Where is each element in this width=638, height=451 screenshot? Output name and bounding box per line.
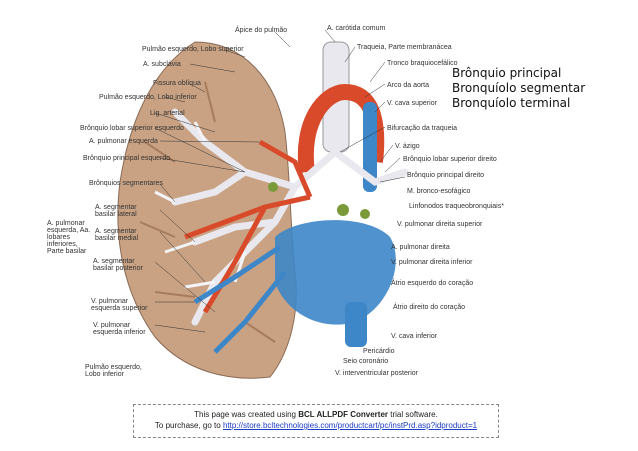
left-lung-shape: [117, 41, 297, 379]
label-left-upper-lobe: Pulmão esquerdo, Lobo superior: [142, 46, 244, 53]
label-left-main-bronchus: Brônquio principal esquerdo: [83, 155, 171, 162]
label-posterior-interventricular: V. interventricular posterior: [335, 370, 419, 377]
label-left-lower-lobe: Pulmão esquerdo, Lobo inferior: [99, 94, 197, 101]
label-pericardium: Pericárdio: [363, 348, 395, 355]
banner-product: BCL ALLPDF Converter: [298, 410, 389, 419]
trial-banner: This page was created using BCL ALLPDF C…: [133, 404, 499, 438]
label-left-lower-lobe-bottom: Pulmão esquerdo, Lobo inferior: [85, 364, 142, 378]
label-lymph-nodes: Linfonodos traqueobronquiais*: [409, 203, 504, 210]
label-left-upper-bronchus: Brônquio lobar superior esquerdo: [80, 125, 184, 132]
label-right-atrium: Átrio direito do coração: [393, 304, 465, 311]
pulmonary-veins: [193, 244, 287, 354]
lung-texture: [139, 81, 276, 343]
label-left-inferior-vein: V. pulmonar esquerda inferior: [93, 322, 146, 336]
label-right-inferior-vein: V. pulmonar direita inferior: [391, 259, 473, 266]
bronchial-twigs: [154, 121, 247, 289]
label-left-superior-vein: V. pulmonar esquerda superior: [91, 298, 148, 312]
label-carotid: A. carótida comum: [327, 25, 386, 32]
banner-line-1: This page was created using BCL ALLPDF C…: [134, 409, 498, 420]
lymph-node: [337, 204, 349, 216]
label-right-pulmonary-artery: A. pulmonar direita: [391, 244, 450, 251]
banner-suffix: trial software.: [388, 410, 438, 419]
label-left-atrium: Átrio esquerdo do coração: [391, 280, 474, 287]
label-right-upper-bronchus: Brônquio lobar superior direito: [403, 156, 497, 163]
inferior-vena-cava: [345, 302, 367, 347]
label-svc: V. cava superior: [387, 100, 437, 107]
lung-drawing: [117, 29, 409, 379]
superior-vena-cava: [363, 102, 377, 192]
label-right-superior-vein: V. pulmonar direita superior: [397, 221, 483, 228]
leader-lines: [154, 29, 406, 333]
label-azygos: V. ázigo: [395, 143, 420, 150]
lymph-node: [360, 209, 370, 219]
label-tracheal-bifurcation: Bifurcação da traqueia: [387, 125, 458, 132]
label-brachiocephalic: Tronco braquiocefálico: [387, 60, 458, 67]
label-oblique-fissure: Fissura oblíqua: [153, 80, 201, 87]
banner-prefix: This page was created using: [194, 410, 299, 419]
pulmonary-artery: [184, 139, 313, 314]
label-lateral-basal: A. segmentar basilar lateral: [95, 204, 137, 218]
label-right-main-bronchus: Brônquio principal direito: [407, 172, 485, 179]
left-atrium: [275, 220, 396, 325]
label-trachea: Traqueia, Parte membranácea: [357, 44, 452, 51]
banner-purchase-text: To purchase, go to: [154, 421, 223, 430]
anatomy-illustration: Ápice do pulmão Pulmão esquerdo, Lobo su…: [45, 22, 507, 382]
banner-line-2: To purchase, go to http://store.bcltechn…: [134, 420, 498, 431]
label-subclavian: A. subclávia: [143, 61, 181, 68]
label-bronchoesophageal: M. bronco-esofágico: [407, 188, 471, 195]
label-left-pulmonary-artery: A. pulmonar esquerda: [89, 138, 158, 145]
lymph-node: [268, 182, 278, 192]
label-ivc: V. cava inferior: [391, 333, 438, 340]
bronchi-legend: Brônquio principal Bronquíolo segmentar …: [452, 66, 585, 111]
label-medial-basal: A. segmentar basilar medial: [95, 228, 139, 242]
label-basal-part: A. pulmonar esquerda, Aa. lobares inferi…: [47, 220, 91, 255]
legend-segmental-bronchiole: Bronquíolo segmentar: [452, 81, 586, 95]
purchase-link[interactable]: http://store.bcltechnologies.com/product…: [222, 421, 478, 430]
legend-terminal-bronchiole: Bronquíolo terminal: [452, 96, 571, 110]
label-coronary-sinus: Seio coronário: [343, 358, 389, 365]
label-ligamentum: Lig. arterial: [150, 110, 185, 117]
label-apex: Ápice do pulmão: [235, 27, 288, 34]
label-posterior-basal: A. segmentar basilar posterior: [93, 258, 143, 272]
label-segmental-bronchi: Brônquios segmentares: [89, 180, 163, 187]
label-aortic-arch: Arco da aorta: [387, 82, 430, 89]
legend-main-bronchus: Brônquio principal: [452, 66, 562, 80]
